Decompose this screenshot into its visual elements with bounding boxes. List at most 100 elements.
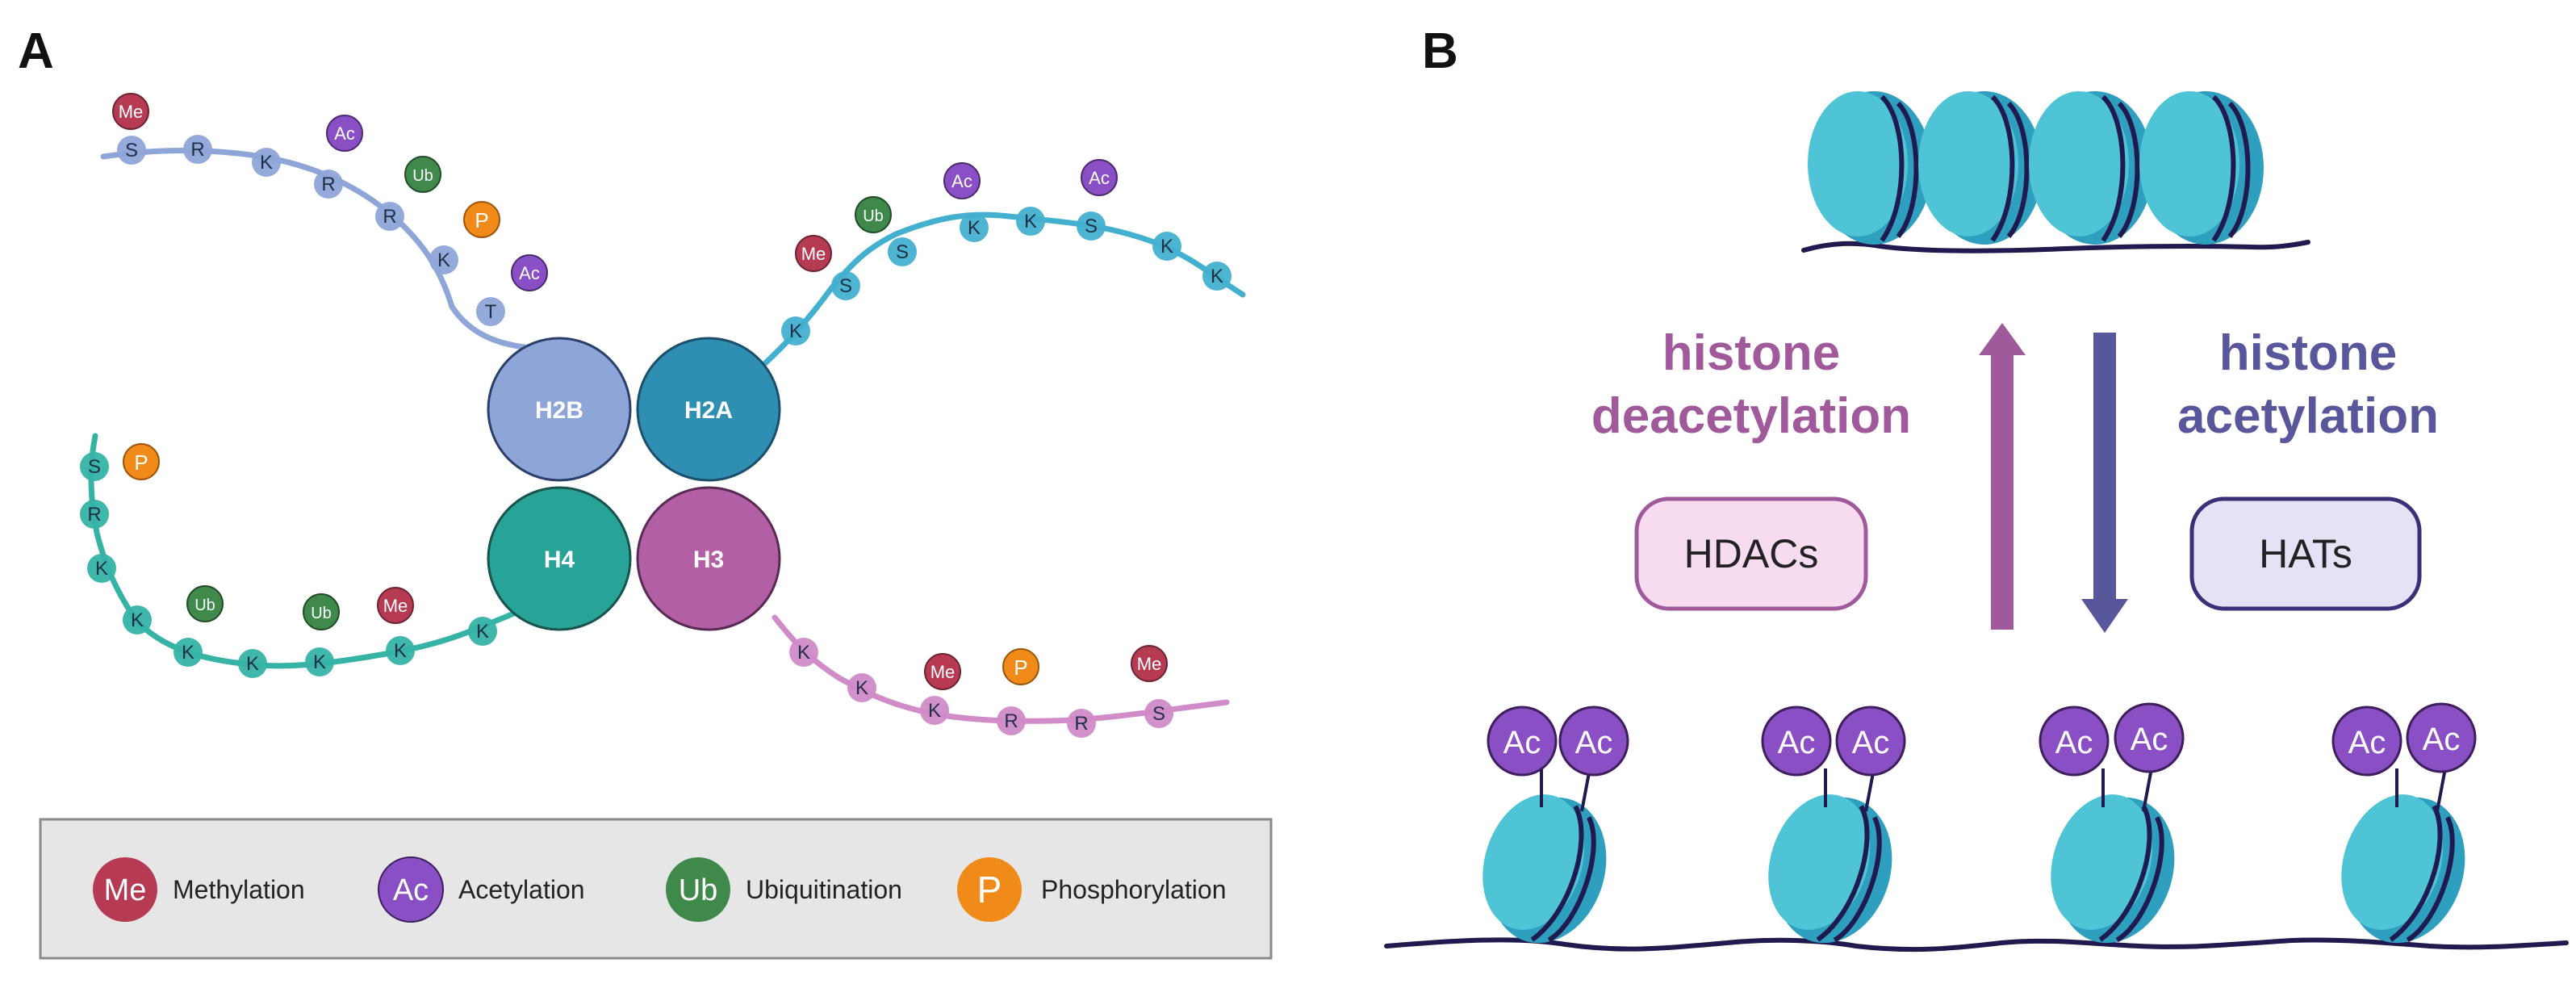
residue-bead <box>789 638 818 667</box>
residue-label: S <box>1152 703 1165 725</box>
acetylation-title-line2: acetylation <box>2177 388 2439 444</box>
h3-tail-line <box>772 614 1230 724</box>
nucleosome-compact <box>2139 91 2264 245</box>
residue-label: K <box>476 621 489 643</box>
mod-badge-label: Me <box>119 102 144 122</box>
nucleosome-compact <box>1808 91 1932 245</box>
residue-label: R <box>383 206 396 228</box>
acetylation-title-line1: histone <box>2219 325 2397 381</box>
nucleosome-compact <box>1918 91 2043 245</box>
hats-label: HATs <box>2259 531 2352 576</box>
residue-bead <box>920 696 949 725</box>
residue-bead <box>960 213 989 242</box>
residue-bead <box>252 148 281 177</box>
residue-bead <box>375 202 404 231</box>
mod-badge-acetylation: Ac <box>1081 159 1118 196</box>
legend-item-acetylation: Ac Acetylation <box>378 856 585 923</box>
acetyl-mark-label: Ac <box>1503 725 1541 760</box>
panel-b-label: B <box>1422 23 1458 79</box>
deacetylation-title-line1: histone <box>1662 325 1840 381</box>
residue-label: K <box>182 642 194 664</box>
h3-residues: K K K R R S <box>789 638 1173 738</box>
acetyl-mark-label: Ac <box>2131 722 2168 757</box>
residue-bead <box>1202 262 1232 291</box>
residue-bead <box>1077 211 1106 241</box>
acetyl-mark-label: Ac <box>1778 725 1816 760</box>
mod-badge-label: Me <box>1137 654 1162 674</box>
ubiquitination-symbol-label: Ub <box>679 873 718 907</box>
acetyl-mark-label: Ac <box>2423 722 2461 757</box>
mod-badge-label: Ac <box>334 124 355 144</box>
h4-residues: S R K K K K K K K <box>80 452 497 678</box>
residue-label: S <box>896 241 909 263</box>
residue-bead <box>80 500 109 529</box>
residue-bead <box>123 605 152 634</box>
mod-badge-label: Ub <box>863 207 884 225</box>
phosphorylation-legend-label: Phosphorylation <box>1041 875 1226 904</box>
mod-badge-acetylation: Ac <box>511 254 548 291</box>
panel-a-label: A <box>18 23 54 79</box>
histone-h2a <box>636 337 781 482</box>
residue-label: K <box>313 651 326 673</box>
residue-label: K <box>928 700 941 722</box>
h2a-residues: K S S K K S K K <box>781 207 1232 345</box>
histone-h4-label: H4 <box>544 546 575 573</box>
histone-h3 <box>636 486 781 631</box>
acetylation-symbol <box>378 856 444 923</box>
residue-label: S <box>839 275 852 297</box>
hats-box: HATs <box>2189 496 2422 611</box>
ubiquitination-symbol <box>666 857 730 922</box>
mod-badge-label: Me <box>801 244 826 264</box>
ubiquitination-legend-label: Ubiquitination <box>746 875 902 904</box>
deacetylation-arrow <box>1979 323 2026 630</box>
modification-badges: Me Ac Ub P Ac Me Ub Ac Ac P Ub Ub Me Me … <box>112 93 1168 690</box>
nucleosome-open: Ac Ac <box>1761 706 1906 944</box>
residue-label: K <box>789 320 802 342</box>
mod-badge-ubiquitination: Ub <box>855 196 892 233</box>
histone-h3-label: H3 <box>693 546 724 573</box>
acetyl-mark-label: Ac <box>1575 725 1613 760</box>
residue-label: K <box>437 249 450 271</box>
hdacs-box: HDACs <box>1634 496 1868 611</box>
residue-bead <box>1067 709 1096 738</box>
residue-bead <box>888 237 917 266</box>
residue-label: S <box>88 456 101 478</box>
residue-label: K <box>131 609 144 631</box>
residue-bead <box>183 135 212 164</box>
mod-badge-methylation: Me <box>377 587 414 624</box>
acetylation-arrow <box>2081 333 2128 633</box>
mod-badge-methylation: Me <box>112 93 149 130</box>
residue-bead <box>174 638 203 667</box>
residue-bead <box>386 636 415 665</box>
residue-label: K <box>1211 266 1223 287</box>
residue-bead <box>238 649 267 678</box>
residue-label: K <box>246 653 259 675</box>
mod-badge-label: Ub <box>194 597 215 614</box>
h2b-tail-line <box>100 148 528 350</box>
mod-badge-label: P <box>134 450 148 475</box>
residue-label: R <box>1074 713 1088 735</box>
mod-badge-phosphorylation: P <box>463 201 500 238</box>
methylation-legend-label: Methylation <box>173 875 305 904</box>
methylation-symbol-label: Me <box>104 873 147 907</box>
residue-label: T <box>485 301 497 323</box>
residue-bead <box>1016 207 1045 236</box>
residue-bead <box>429 245 458 274</box>
mod-badge-acetylation: Ac <box>326 115 363 152</box>
panel-b: B <box>1384 23 2569 953</box>
residue-bead <box>1144 699 1173 728</box>
residue-label: R <box>321 174 335 195</box>
residue-bead <box>476 297 505 326</box>
residue-bead <box>997 706 1026 735</box>
acetyl-mark-label: Ac <box>1852 725 1890 760</box>
mod-badge-label: Ac <box>951 171 972 191</box>
nucleosome-compact <box>2029 91 2153 245</box>
mod-badge-label: P <box>475 208 488 232</box>
acetyl-mark-label: Ac <box>2055 725 2093 760</box>
residue-label: K <box>1024 211 1037 232</box>
mod-badge-ubiquitination: Ub <box>404 156 441 193</box>
h2b-residues: S R K R R K T <box>117 135 505 326</box>
dna-strand-top <box>1801 240 2310 253</box>
legend-box <box>39 818 1273 960</box>
